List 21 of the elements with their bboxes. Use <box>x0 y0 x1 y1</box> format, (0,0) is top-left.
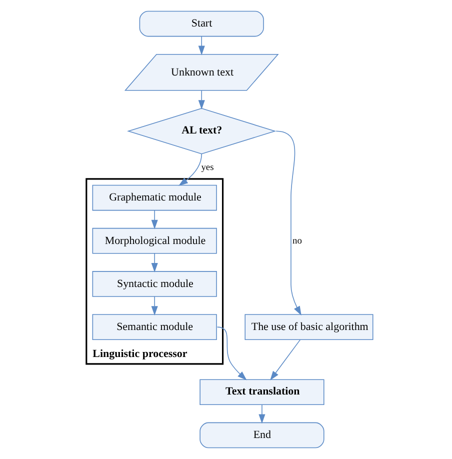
node-box: Syntactic module <box>92 271 216 297</box>
arrow <box>150 253 158 272</box>
arrow <box>216 326 246 380</box>
node-box: Morphological module <box>92 228 216 254</box>
node-box: Graphematic module <box>92 184 216 211</box>
arrow <box>275 130 301 316</box>
node-box: Semantic module <box>92 314 216 340</box>
node-diamond: AL text? <box>126 108 276 154</box>
arrow <box>178 153 202 186</box>
arrow <box>150 296 158 316</box>
arrow <box>198 90 204 110</box>
edge-label: no <box>292 236 302 246</box>
node-box: The use of basic algorithm <box>244 314 373 340</box>
node-box: Text translation <box>199 379 324 406</box>
arrow <box>150 210 158 230</box>
edge-label: yes <box>200 163 214 174</box>
arrow <box>270 339 300 380</box>
node-box: Start <box>138 10 264 37</box>
node-box: End <box>199 422 324 448</box>
arrow <box>258 404 265 424</box>
arrow <box>198 36 204 56</box>
